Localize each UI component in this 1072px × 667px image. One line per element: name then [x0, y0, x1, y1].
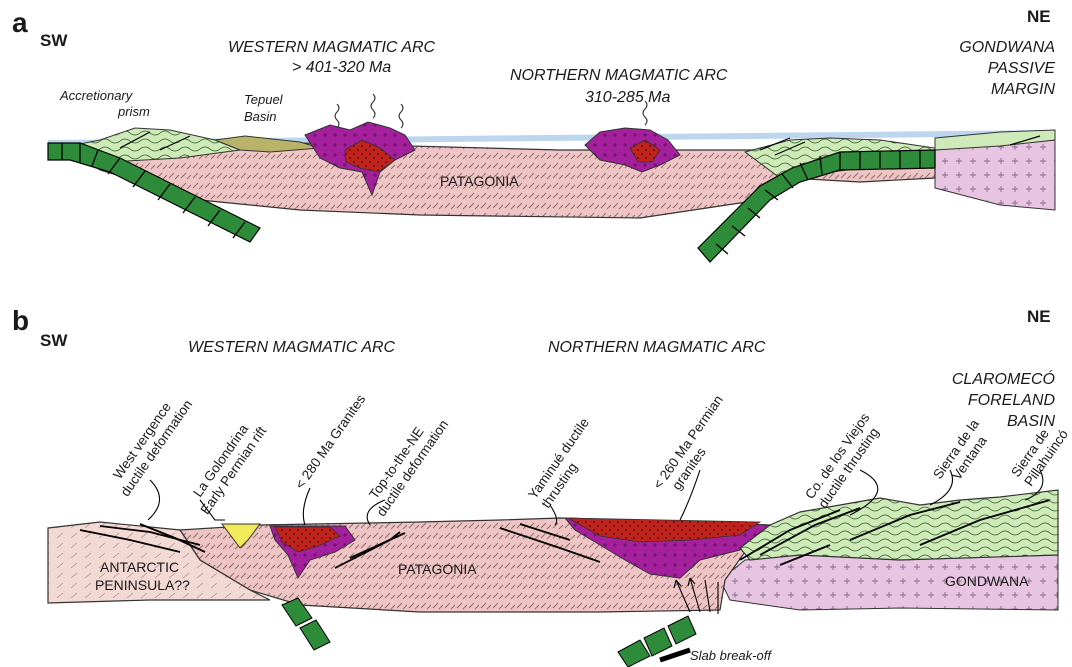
northern-arc-title-b: NORTHERN MAGMATIC ARC — [548, 339, 766, 356]
granites-280-label: < 280 Ma Granites — [292, 392, 368, 492]
golondrina-label: La Golondrina Early Permian rift — [184, 414, 269, 517]
sw-label-a: SW — [40, 31, 68, 50]
west-vergence-label: West vergence ductile deformation — [104, 388, 195, 499]
patagonia-label-a: PATAGONIA — [440, 173, 519, 189]
northern-arc-title-a: NORTHERN MAGMATIC ARC — [510, 67, 728, 84]
panel-a: a SW NE WESTERN MAGMATIC ARC > 401-320 M… — [12, 7, 1055, 262]
western-arc-age-a: > 401-320 Ma — [292, 59, 391, 76]
gondwana-label-1: GONDWANA — [959, 39, 1055, 56]
northern-arc-age-a: 310-285 Ma — [585, 89, 670, 106]
patagonia-label-b: PATAGONIA — [398, 561, 477, 577]
claromeco-label-2: FORELAND — [968, 392, 1056, 409]
gondwana-label-2: PASSIVE — [988, 60, 1056, 77]
ne-label-b: NE — [1027, 307, 1051, 326]
panel-a-letter: a — [12, 7, 28, 38]
yaminue-label: Yaminué ductile thrusting — [525, 415, 605, 511]
foreland-basin-b — [740, 490, 1058, 560]
viejos-label: Co. de los Viejos ductile thrusting — [802, 410, 886, 511]
slab-breakoff-label: Slab break-off — [690, 648, 772, 663]
gondwana-basement-a — [935, 140, 1055, 210]
accretionary-label-1: Accretionary — [59, 88, 134, 103]
panel-b-letter: b — [12, 305, 29, 336]
ventana-label: Sierra de la Ventana — [930, 416, 995, 491]
accretionary-label-2: prism — [117, 104, 150, 119]
claromeco-label-3: BASIN — [1007, 413, 1055, 430]
claromeco-label-1: CLAROMECÓ — [952, 369, 1055, 388]
tepuel-label-2: Basin — [244, 109, 277, 124]
gondwana-label-b: GONDWANA — [945, 573, 1029, 589]
gondwana-label-3: MARGIN — [991, 81, 1055, 98]
ne-label-a: NE — [1027, 7, 1051, 26]
panel-b: b SW NE WESTERN MAGMATIC ARC NORTHERN MA… — [12, 305, 1071, 667]
top-ne-label: Top-to-the-NE ductile deformation — [360, 408, 451, 519]
antarctic-label-2: PENINSULA?? — [95, 577, 190, 593]
sw-label-b: SW — [40, 331, 68, 350]
breakoff-symbol — [660, 650, 690, 660]
svg-text:< 280 Ma Granites: < 280 Ma Granites — [292, 392, 368, 492]
western-arc-title-a: WESTERN MAGMATIC ARC — [228, 39, 436, 56]
antarctic-label-1: ANTARCTIC — [100, 559, 179, 575]
tepuel-label-1: Tepuel — [244, 92, 284, 107]
western-arc-title-b: WESTERN MAGMATIC ARC — [188, 339, 396, 356]
